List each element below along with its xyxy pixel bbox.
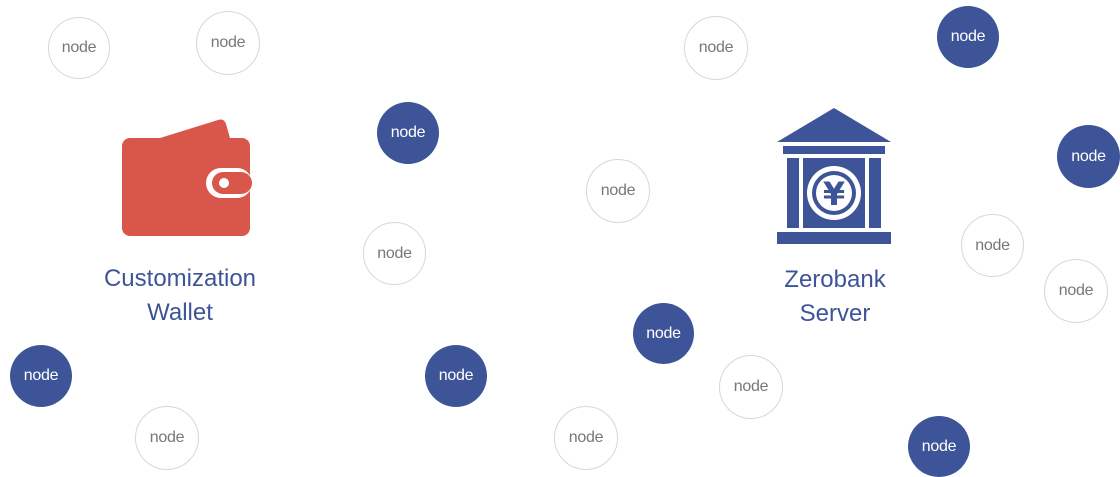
node: node (196, 11, 260, 75)
wallet-label-line2: Wallet (147, 299, 213, 326)
node: node (425, 345, 487, 407)
node: node (586, 159, 650, 223)
node: node (908, 416, 970, 477)
node: node (48, 17, 110, 79)
node: node (937, 6, 999, 68)
node: node (961, 214, 1024, 277)
wallet-label-line1: Customization (103, 265, 257, 292)
server-label-line2: Server (799, 300, 871, 327)
node: node (363, 222, 426, 285)
node: node (10, 345, 72, 407)
node: node (554, 406, 618, 470)
server-label-line1: Zerobank (784, 266, 886, 293)
node: node (1057, 125, 1120, 188)
node: node (684, 16, 748, 80)
node: node (633, 303, 694, 364)
node: node (1044, 259, 1108, 323)
bank-icon: ¥ (777, 108, 891, 244)
node: node (135, 406, 199, 470)
wallet-icon (122, 119, 252, 236)
node: node (377, 102, 439, 164)
server-label: Zerobank Server (725, 263, 945, 331)
node: node (719, 355, 783, 419)
wallet-label: Customization Wallet (80, 262, 280, 330)
yen-symbol-icon: ¥ (823, 175, 845, 213)
